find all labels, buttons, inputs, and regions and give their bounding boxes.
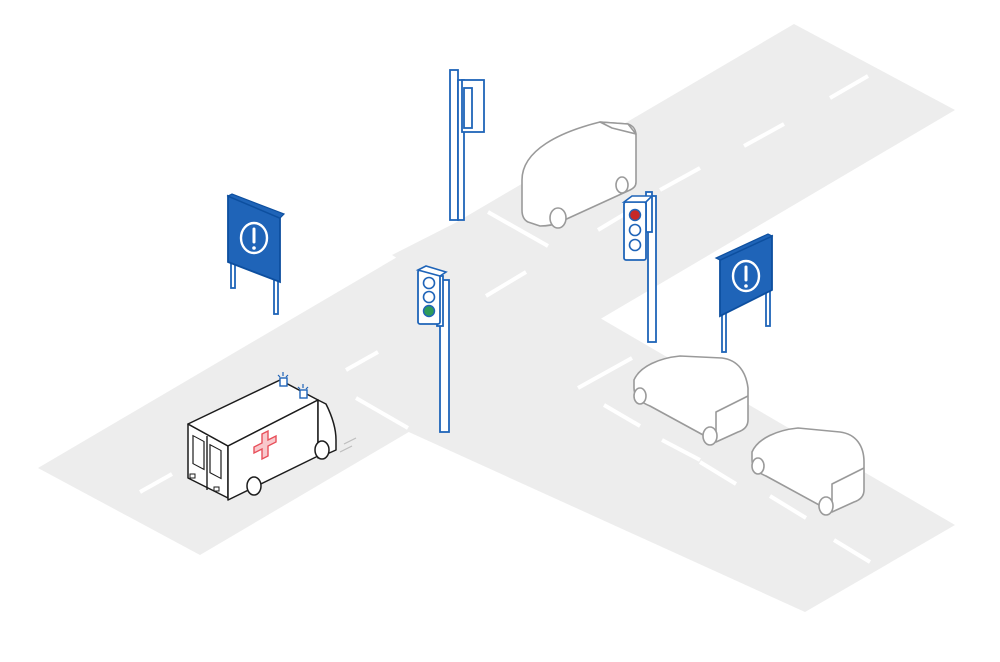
car-icon [751,427,865,516]
warning-sign-left [226,193,286,315]
side-road [392,190,640,330]
car-icon [633,355,749,446]
warning-sign-right [714,233,774,353]
lane-markings [139,74,872,564]
ambulance-icon [187,372,357,501]
road-surface [38,24,955,612]
red-cross-icon [253,429,277,461]
siren-icon [277,372,309,399]
cross-road [400,318,955,612]
exclamation-circle-icon [731,259,761,293]
traffic-light-right [621,191,657,343]
exclamation-circle-icon [239,221,269,255]
van-icon [521,121,637,229]
traffic-light-left [415,265,450,433]
green-light-lamp [422,304,436,318]
red-light-lamp [628,208,642,222]
utility-pole [449,69,485,221]
